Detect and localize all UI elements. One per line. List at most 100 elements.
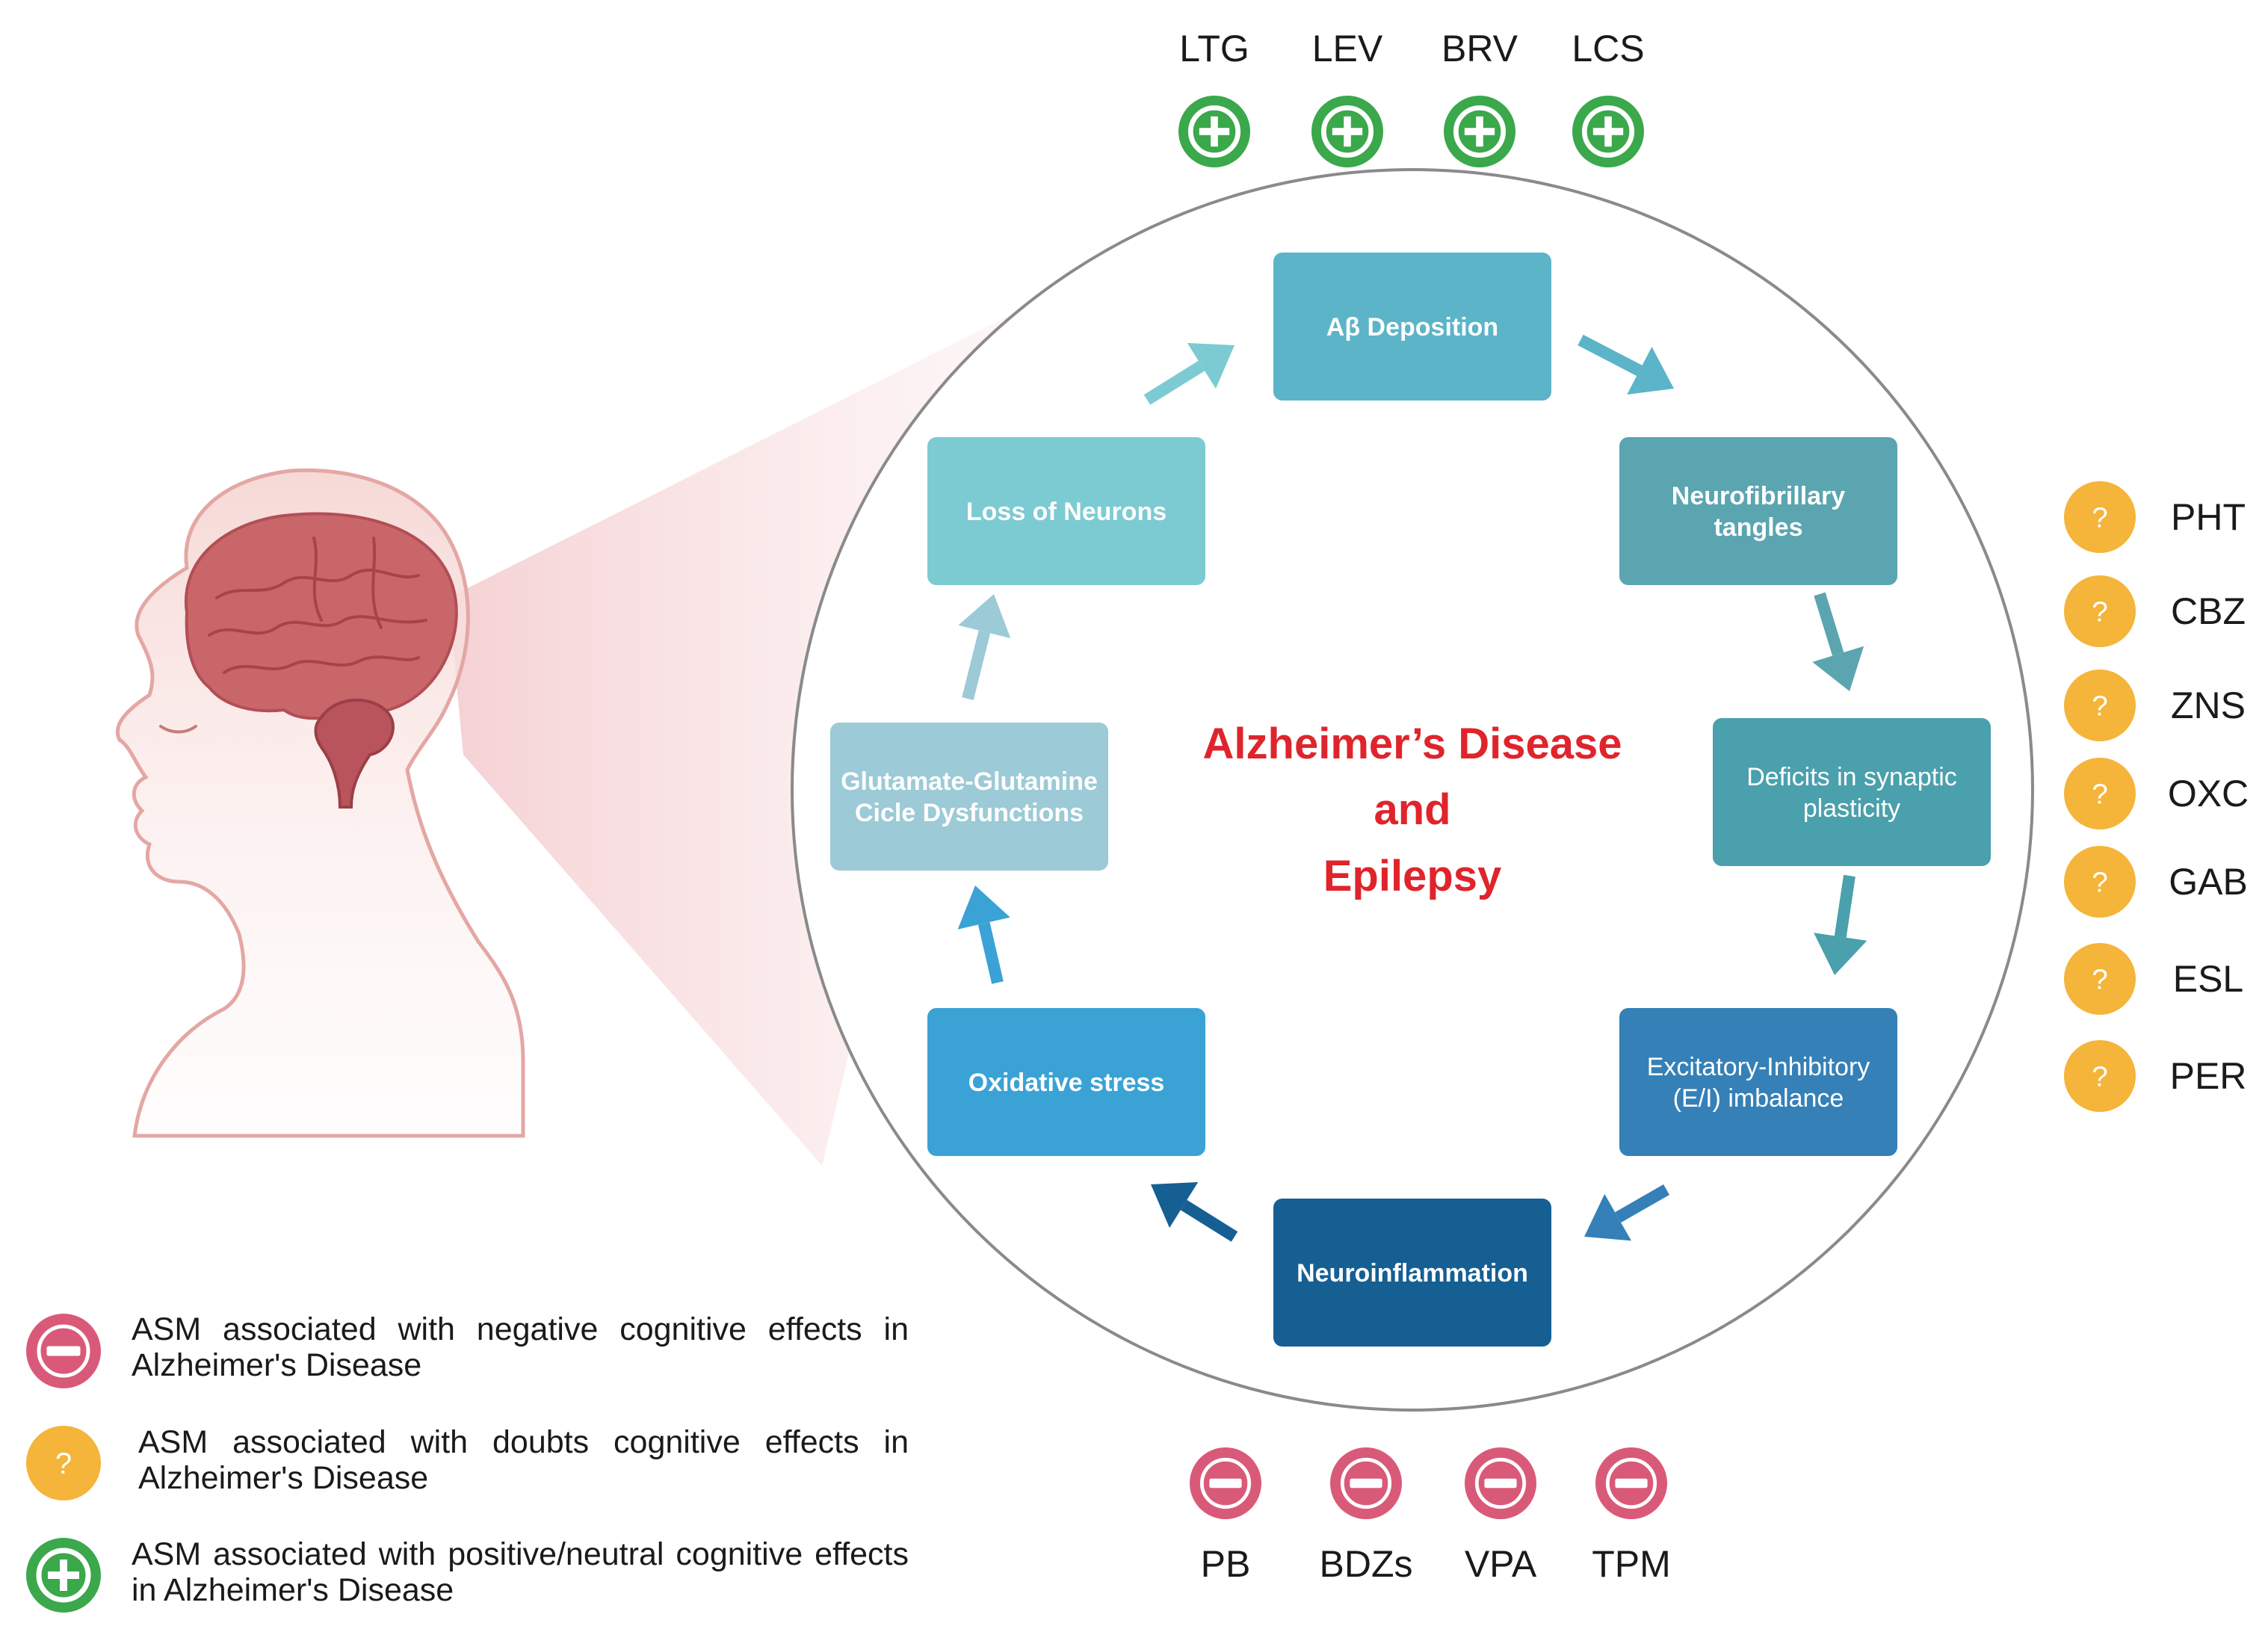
- drug-label: BDZs: [1320, 1543, 1413, 1585]
- positive-drug-LTG: LTG: [1178, 28, 1250, 167]
- cycle-node-label: Cicle Dysfunctions: [855, 799, 1084, 827]
- positive-drug-group: LTG LEV BRV LCS: [1178, 28, 1645, 167]
- cycle-node-label: Excitatory-Inhibitory: [1647, 1053, 1870, 1081]
- drug-label: ZNS: [2171, 684, 2246, 726]
- cycle-node-syn: Deficits in synaptic plasticity: [1713, 718, 1991, 866]
- plus-icon: [1178, 96, 1250, 167]
- minus-icon: [1190, 1447, 1261, 1519]
- cycle-node-label: Loss of Neurons: [966, 498, 1167, 526]
- minus-icon: [26, 1314, 101, 1388]
- svg-text:?: ?: [2092, 596, 2107, 628]
- doubt-drug-PER: ? PER: [2064, 1040, 2246, 1112]
- question-icon: ?: [2064, 758, 2136, 829]
- cycle-node-ei: Excitatory-Inhibitory (E/I) imbalance: [1619, 1008, 1897, 1156]
- cycle-arrow-3: [1814, 874, 1867, 975]
- minus-icon: [1595, 1447, 1667, 1519]
- center-title-line: and: [1374, 785, 1450, 834]
- cycle-node-label: Deficits in synaptic: [1746, 763, 1957, 791]
- cycle-node-neuroinf: Neuroinflammation: [1273, 1199, 1551, 1347]
- cycle-node-box: [927, 1008, 1205, 1156]
- cycle-nodes: Aβ DepositionNeurofibrillarytanglesDefic…: [830, 253, 1991, 1347]
- svg-text:?: ?: [2092, 778, 2107, 810]
- svg-text:?: ?: [2092, 1060, 2107, 1092]
- cycle-node-label: (E/I) imbalance: [1673, 1084, 1844, 1113]
- closed-eye: [159, 725, 197, 734]
- cycle-node-label: Neurofibrillary: [1672, 482, 1845, 510]
- question-icon: ?: [2064, 575, 2136, 647]
- doubt-drug-ZNS: ? ZNS: [2064, 670, 2246, 741]
- cycle-node-label: tangles: [1714, 513, 1802, 542]
- cycle-node-nft: Neurofibrillary tangles: [1619, 437, 1897, 585]
- negative-drug-PB: PB: [1190, 1447, 1261, 1585]
- cerebellum-shape: [314, 698, 395, 809]
- minus-icon: [1465, 1447, 1536, 1519]
- doubt-drug-GAB: ? GAB: [2064, 846, 2248, 918]
- drug-label: PER: [2170, 1055, 2247, 1097]
- plus-icon: [1444, 96, 1515, 167]
- drug-label: TPM: [1592, 1543, 1671, 1585]
- drug-label: LEV: [1312, 28, 1383, 69]
- svg-text:?: ?: [2092, 963, 2107, 995]
- question-icon: ?: [26, 1426, 101, 1500]
- negative-drug-TPM: TPM: [1592, 1447, 1671, 1585]
- question-icon: ?: [2064, 943, 2136, 1015]
- cycle-node-loss: Loss of Neurons: [927, 437, 1205, 585]
- legend-doubt-text: ASM associated with doubts cognitive eff…: [138, 1424, 909, 1496]
- question-icon: ?: [2064, 846, 2136, 918]
- drug-label: PHT: [2171, 496, 2246, 538]
- question-icon: ?: [2064, 1040, 2136, 1112]
- cycle-node-box: [1619, 437, 1897, 585]
- negative-drug-group: PB BDZs VPA TPM: [1190, 1447, 1671, 1585]
- drug-label: ESL: [2173, 958, 2244, 1000]
- drug-label: VPA: [1465, 1543, 1537, 1585]
- cycle-arrow-8: [1143, 342, 1235, 405]
- center-title-line: Alzheimer’s Disease: [1203, 720, 1622, 768]
- cycle-node-box: [927, 437, 1205, 585]
- legend-positive-text: ASM associated with positive/neutral cog…: [132, 1536, 909, 1608]
- cycle-node-label: Neuroinflammation: [1297, 1259, 1528, 1288]
- drug-label: BRV: [1442, 28, 1518, 69]
- doubt-drug-PHT: ? PHT: [2064, 481, 2246, 553]
- drug-label: GAB: [2169, 861, 2248, 903]
- cycle-node-box: [1713, 718, 1991, 866]
- cycle-node-ox: Oxidative stress: [927, 1008, 1205, 1156]
- center-title-line: Epilepsy: [1323, 852, 1502, 900]
- minus-icon: [1330, 1447, 1402, 1519]
- doubt-drug-ESL: ? ESL: [2064, 943, 2243, 1015]
- brain-shape: [184, 512, 458, 720]
- svg-text:?: ?: [2092, 866, 2107, 898]
- cycle-arrow-6: [957, 885, 1010, 984]
- svg-text:?: ?: [2092, 501, 2107, 534]
- cycle-node-box: [1273, 253, 1551, 401]
- negative-drug-VPA: VPA: [1465, 1447, 1537, 1585]
- svg-text:?: ?: [2092, 690, 2107, 722]
- cycle-arrow-1: [1578, 334, 1674, 395]
- cycle-arrow-4: [1584, 1184, 1669, 1241]
- doubt-drug-CBZ: ? CBZ: [2064, 575, 2246, 647]
- question-icon: ?: [2064, 670, 2136, 741]
- drug-label: CBZ: [2171, 590, 2246, 632]
- cycle-arrow-5: [1151, 1182, 1238, 1242]
- legend-negative-text: ASM associated with negative cognitive e…: [132, 1311, 909, 1383]
- question-icon: ?: [2064, 481, 2136, 553]
- drug-label: LTG: [1179, 28, 1249, 69]
- plus-icon: [1572, 96, 1644, 167]
- cycle-node-box: [1619, 1008, 1897, 1156]
- negative-drug-BDZs: BDZs: [1320, 1447, 1413, 1585]
- doubt-drug-OXC: ? OXC: [2064, 758, 2249, 829]
- cycle-node-box: [1273, 1199, 1551, 1347]
- positive-drug-LEV: LEV: [1311, 28, 1383, 167]
- drug-label: OXC: [2168, 773, 2249, 814]
- cycle-arrow-7: [958, 594, 1011, 700]
- plus-icon: [1311, 96, 1383, 167]
- cycle-node-label: plasticity: [1803, 794, 1900, 823]
- cycle-arrows: [957, 334, 1867, 1242]
- cycle-node-box: [830, 723, 1108, 871]
- plus-icon: [26, 1538, 101, 1613]
- drug-label: LCS: [1572, 28, 1644, 69]
- human-head-illustration: [115, 468, 525, 1138]
- drug-label: PB: [1201, 1543, 1251, 1585]
